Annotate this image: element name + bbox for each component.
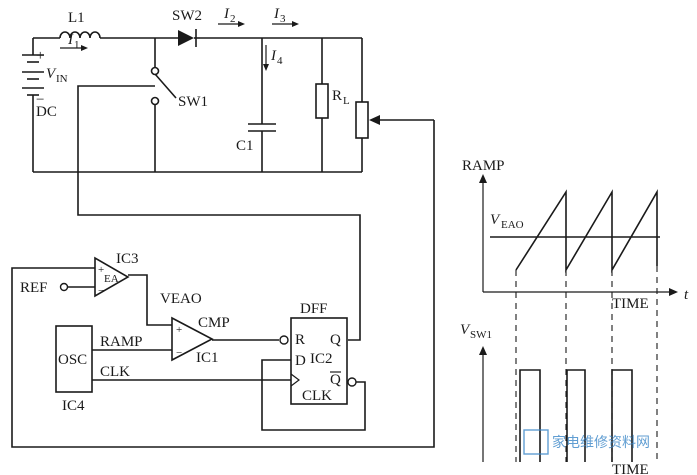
label-i2: I	[223, 6, 230, 22]
label-i3: I	[273, 6, 280, 22]
comparator-ic1: + − VEAO CMP IC1	[160, 291, 230, 366]
potentiometer-icon	[355, 38, 434, 172]
pin-q: Q	[330, 332, 341, 348]
inductor-l1-icon	[59, 31, 101, 39]
label-ref: REF	[20, 280, 48, 296]
ramp-level: V	[490, 212, 501, 228]
label-rl-sub: L	[343, 95, 350, 107]
flip-flop-ic2: DFF R D IC2 Q Q CLK	[279, 301, 357, 405]
label-ramp-sig: RAMP	[100, 334, 143, 350]
timing-guides	[515, 266, 658, 462]
cmp-plus: +	[176, 324, 182, 336]
label-vin: V	[46, 66, 57, 82]
label-rl: R	[332, 88, 342, 104]
label-ic4: IC4	[62, 398, 85, 414]
control-wiring	[11, 85, 435, 448]
label-sw2: SW2	[172, 8, 202, 24]
label-dff: DFF	[300, 301, 328, 317]
switch-sw1-icon	[150, 38, 177, 172]
diode-sw2-icon	[178, 29, 200, 47]
battery-vin-icon	[22, 52, 44, 100]
label-ic2: IC2	[310, 351, 333, 367]
label-i1-sub: 1	[74, 39, 80, 51]
power-stage: L1 SW2 I 1 I 2 I 3 I 4 + − V IN DC SW1 C…	[22, 6, 434, 173]
pin-d: D	[295, 353, 306, 369]
error-amp-ic3: + − EA IC3 REF	[20, 251, 139, 298]
ramp-t: t	[684, 287, 689, 303]
watermark-text: 家电维修资料网	[552, 434, 650, 451]
label-l1: L1	[68, 10, 85, 26]
label-c1: C1	[236, 138, 254, 154]
sw1-waveform: V SW1 TIME	[460, 322, 649, 475]
resistor-rl-icon	[315, 38, 329, 172]
label-i4-sub: 4	[277, 55, 283, 67]
label-vin-sub: IN	[56, 73, 68, 85]
label-i2-sub: 2	[230, 13, 236, 25]
ramp-title: RAMP	[462, 158, 505, 174]
pin-qbar: Q	[330, 372, 341, 388]
label-dc: DC	[36, 104, 57, 120]
label-sw1: SW1	[178, 94, 208, 110]
watermark: 家电维修资料网	[523, 429, 650, 455]
label-cmp: CMP	[198, 315, 230, 331]
label-minus: −	[36, 92, 44, 108]
ramp-level-sub: EAO	[501, 219, 524, 231]
label-ic1: IC1	[196, 350, 219, 366]
sw1-title: V	[460, 322, 471, 338]
oscillator-ic4: OSC IC4 RAMP CLK	[55, 325, 143, 414]
label-ea: EA	[104, 273, 119, 285]
label-veao: VEAO	[160, 291, 202, 307]
label-i4: I	[270, 48, 277, 64]
label-i1: I	[67, 32, 74, 48]
cmp-minus: −	[176, 347, 182, 359]
sw1-title-sub: SW1	[470, 329, 492, 341]
sw1-time: TIME	[612, 462, 649, 475]
pin-r: R	[295, 332, 305, 348]
ramp-waveform: RAMP V EAO TIME t	[462, 158, 689, 312]
ea-minus: −	[98, 285, 104, 297]
label-i3-sub: 3	[280, 13, 286, 25]
label-osc: OSC	[58, 352, 87, 368]
capacitor-c1-icon	[248, 38, 276, 172]
ramp-time: TIME	[612, 296, 649, 312]
ea-plus: +	[98, 264, 104, 276]
label-clk-sig: CLK	[100, 364, 130, 380]
label-plus: +	[36, 48, 44, 64]
current-arrows	[60, 21, 299, 71]
pin-clk: CLK	[302, 388, 332, 404]
label-ic3: IC3	[116, 251, 139, 267]
